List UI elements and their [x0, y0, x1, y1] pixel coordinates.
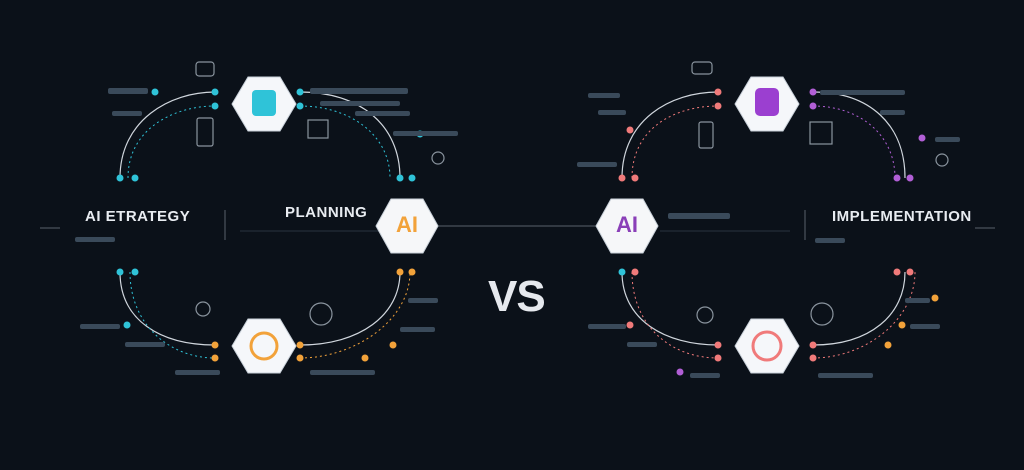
phone-icon — [698, 121, 714, 149]
left-bottom-dots — [116, 268, 416, 362]
small-icons — [195, 61, 949, 326]
ai-chip-icon — [252, 90, 276, 116]
implementation-label: IMPLEMENTATION — [832, 208, 972, 225]
settings-icon — [195, 301, 211, 317]
hex-left-bottom — [231, 318, 297, 374]
robot-face-icon — [755, 88, 779, 116]
document-icon — [196, 117, 214, 147]
ai-strategy-label: AI ETRATEGY — [85, 208, 191, 225]
right-top-dots — [618, 88, 926, 182]
planning-label: PLANNING — [285, 204, 368, 221]
cup-icon — [195, 61, 215, 77]
right-bottom-arc — [621, 271, 916, 359]
hex-right-top — [734, 76, 800, 132]
grid-icon — [307, 119, 329, 139]
hex-left-top — [231, 76, 297, 132]
network-brain-icon — [249, 331, 279, 361]
faint-caption-bars — [75, 88, 960, 378]
blocks-icon — [809, 121, 833, 145]
flower-icon — [696, 306, 714, 324]
globe-icon — [810, 302, 834, 326]
hex-ai-left — [375, 198, 439, 254]
hex-right-bottom — [734, 318, 800, 374]
vs-label: VS — [488, 272, 546, 321]
hex-ai-right — [595, 198, 659, 254]
right-bottom-dots — [618, 268, 939, 376]
network-icon — [309, 302, 333, 326]
gear-icon — [431, 151, 445, 165]
ai-label-left: AI — [396, 212, 418, 237]
connector-lines — [40, 210, 995, 240]
ai-label-right: AI — [616, 212, 638, 237]
tool-icon — [691, 61, 713, 75]
circuit-target-icon — [751, 330, 783, 362]
cog-icon — [935, 153, 949, 167]
left-bottom-arc — [119, 271, 411, 359]
